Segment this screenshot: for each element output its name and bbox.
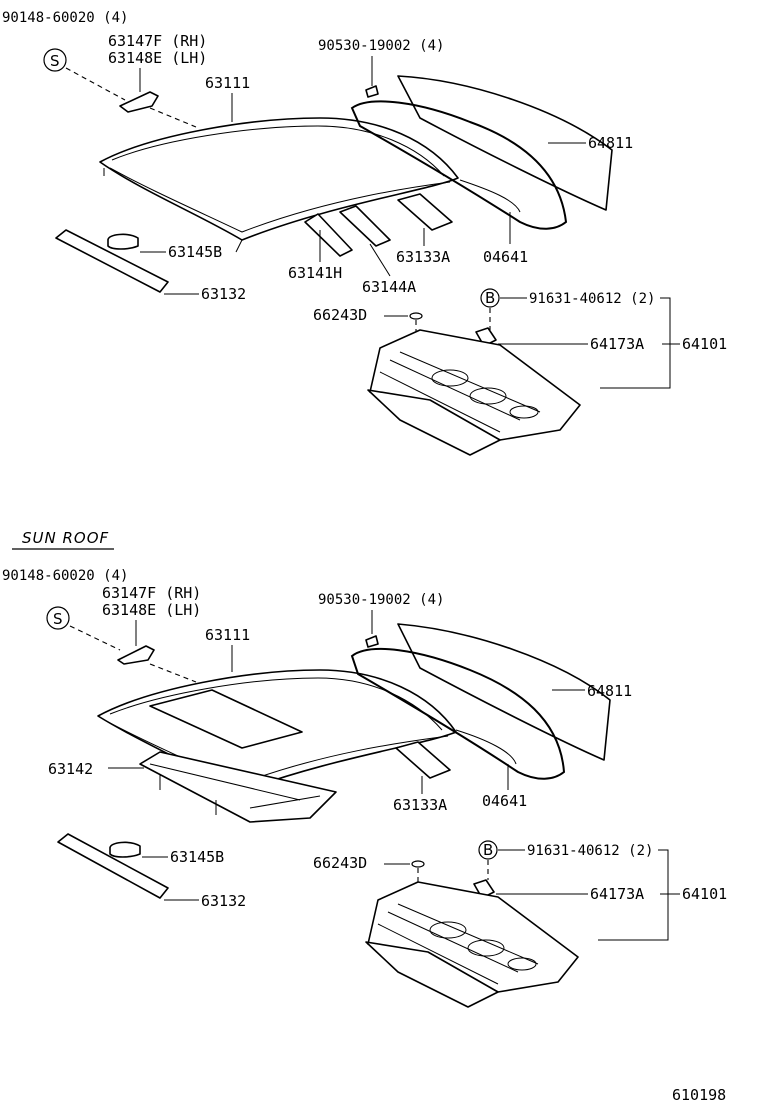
label-pad: 63145B — [168, 243, 222, 261]
label-pad-sunroof: 63145B — [170, 848, 224, 866]
label-reinforcement-h: 63141H — [288, 264, 342, 282]
weatherstrip-part — [455, 729, 517, 765]
label-bolt-s: 90148-60020 (4) — [2, 10, 128, 26]
sunroof-package-tray-part — [365, 881, 579, 1008]
header-part — [57, 833, 169, 899]
b-symbol-text: B — [485, 289, 495, 307]
s-symbol-icon — [43, 48, 67, 72]
bracket-part-icon — [117, 645, 155, 665]
label-bracket-lh: 63148E (LH) — [108, 49, 207, 67]
diagram-id: 610198 — [672, 1086, 726, 1104]
pad-part-icon — [109, 841, 141, 858]
reinforcement-133-part — [397, 193, 453, 231]
label-plug: 66243D — [313, 306, 367, 324]
bracket-leader — [149, 107, 197, 128]
label-bracket-rh: 63147F (RH) — [108, 32, 207, 50]
label-package-tray: 64101 — [682, 335, 727, 353]
label-screw-b-sunroof: 91631-40612 (2) — [527, 843, 653, 859]
b-symbol-icon — [478, 840, 498, 860]
weatherstrip-part — [459, 179, 521, 213]
clip-part-icon — [365, 85, 379, 98]
reinforcement-h-part — [304, 213, 353, 257]
sunroof-roof-panel-part — [97, 669, 457, 793]
label-clip: 90530-19002 (4) — [318, 38, 444, 54]
s-symbol-text: S — [53, 610, 63, 628]
label-reinforcement-133-sunroof: 63133A — [393, 796, 447, 814]
label-bracket-173: 64173A — [590, 335, 644, 353]
roof-panel-part — [99, 117, 459, 253]
header-part — [55, 229, 169, 293]
bolt-leader — [69, 625, 121, 651]
package-tray-part — [367, 329, 581, 456]
plug-part-icon — [409, 312, 423, 320]
back-glass-part — [350, 75, 613, 230]
label-frame: 63142 — [48, 760, 93, 778]
sunroof-opening — [149, 689, 303, 749]
label-back-glass: 64811 — [588, 134, 633, 152]
label-roof-panel-sunroof: 63111 — [205, 626, 250, 644]
label-header: 63132 — [201, 285, 246, 303]
label-reinforcement-a: 63144A — [362, 278, 416, 296]
label-plug-sunroof: 66243D — [313, 854, 367, 872]
standard-roof-section: 90148-60020 (4) S 63147F (RH) 63148E (LH… — [2, 10, 727, 456]
bracket-part-icon — [119, 91, 159, 113]
sunroof-section: SUN ROOF 90148-60020 (4) S 63147F (RH) 6… — [2, 529, 727, 1008]
pad-part-icon — [107, 233, 139, 250]
package-tray-bracket-line — [600, 297, 671, 389]
s-symbol-text: S — [50, 52, 60, 70]
reinforcement-a-part — [339, 205, 391, 247]
sunroof-frame-part — [139, 751, 337, 823]
label-bracket-lh-sunroof: 63148E (LH) — [102, 601, 201, 619]
label-weatherstrip: 04641 — [483, 248, 528, 266]
label-weatherstrip-sunroof: 04641 — [482, 792, 527, 810]
label-roof-panel: 63111 — [205, 74, 250, 92]
b-symbol-icon — [480, 288, 500, 308]
label-back-glass-sunroof: 64811 — [587, 682, 632, 700]
label-screw-b: 91631-40612 (2) — [529, 291, 655, 307]
package-tray-bracket-line — [598, 849, 669, 941]
plug-part-icon — [411, 860, 425, 868]
clip-part-icon — [365, 635, 379, 648]
bolt-leader — [65, 67, 126, 101]
sunroof-back-glass-part — [350, 623, 611, 780]
b-symbol-text: B — [483, 841, 493, 859]
label-header-sunroof: 63132 — [201, 892, 246, 910]
reinforcement-133-part — [395, 741, 451, 779]
s-symbol-icon — [46, 606, 70, 630]
label-bolt-s-sunroof: 90148-60020 (4) — [2, 568, 128, 584]
bracket-leader — [149, 663, 197, 683]
label-bracket-173-sunroof: 64173A — [590, 885, 644, 903]
label-clip-sunroof: 90530-19002 (4) — [318, 592, 444, 608]
label-reinforcement-133: 63133A — [396, 248, 450, 266]
section-title-sun-roof: SUN ROOF — [22, 529, 109, 547]
label-package-tray-sunroof: 64101 — [682, 885, 727, 903]
label-bracket-rh-sunroof: 63147F (RH) — [102, 584, 201, 602]
